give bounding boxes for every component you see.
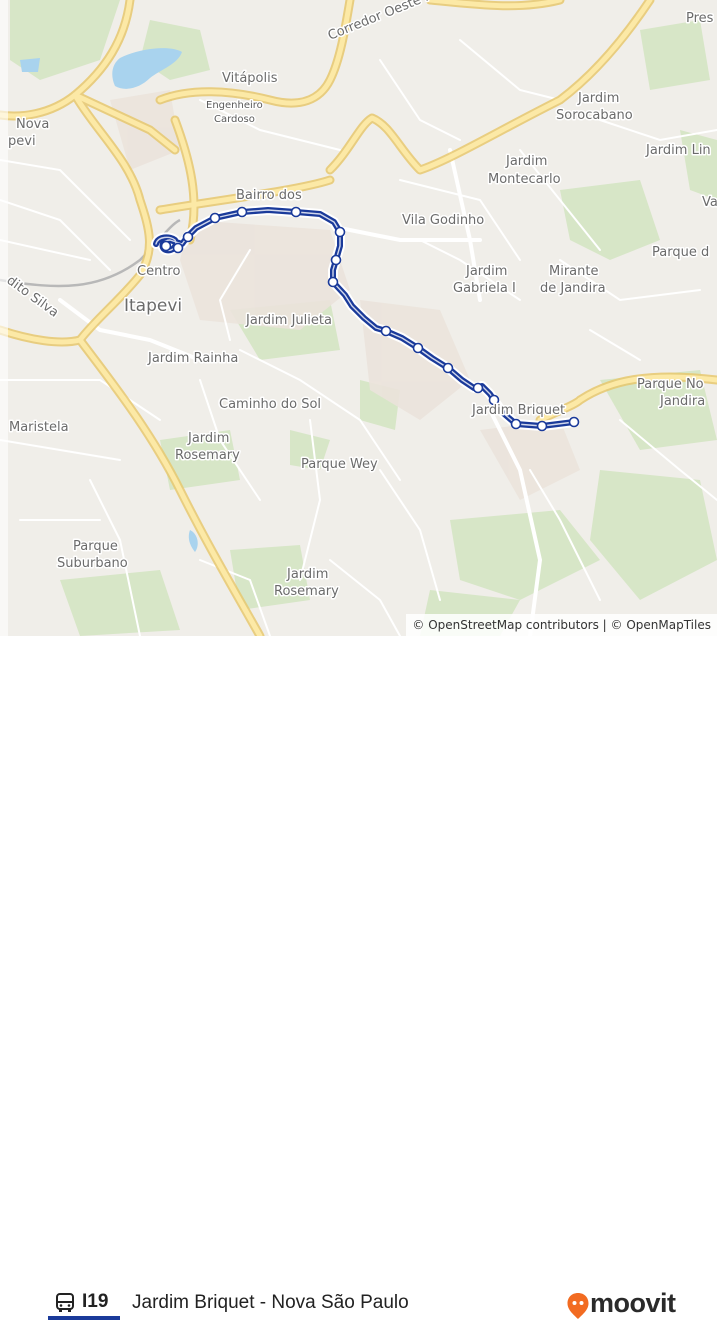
label-jardim-briquet: Jardim Briquet bbox=[471, 403, 565, 418]
label-jardim-julieta: Jardim Julieta bbox=[245, 313, 332, 328]
route-stop[interactable] bbox=[334, 226, 346, 238]
route-stop[interactable] bbox=[536, 420, 548, 432]
route-stop[interactable] bbox=[209, 212, 221, 224]
label-parque-suburbano: Parque bbox=[73, 539, 118, 554]
label-suburbano: Suburbano bbox=[57, 556, 128, 571]
route-stop[interactable] bbox=[330, 254, 342, 266]
route-stop[interactable] bbox=[488, 394, 500, 406]
label-itapevi: Itapevi bbox=[124, 296, 182, 316]
route-stop[interactable] bbox=[472, 382, 484, 394]
minor-streets bbox=[0, 39, 717, 636]
route-stop[interactable] bbox=[236, 206, 248, 218]
label-pevi: pevi bbox=[8, 134, 36, 149]
label-parque-nova: Parque No bbox=[637, 377, 704, 392]
label-engenheiro: Engenheiro bbox=[206, 100, 263, 111]
label-de-jandira: de Jandira bbox=[540, 281, 606, 296]
moovit-wordmark: moovit bbox=[590, 1288, 676, 1318]
moovit-pin-icon bbox=[567, 1293, 589, 1319]
route-stop[interactable] bbox=[412, 342, 424, 354]
route-stop[interactable] bbox=[380, 325, 392, 337]
label-montecarlo: Montecarlo bbox=[488, 172, 561, 187]
label-jardim-gabriela: Jardim bbox=[465, 264, 507, 279]
label-jardim-lin: Jardim Lin bbox=[645, 143, 711, 158]
label-jardim-rosemary: Jardim bbox=[187, 431, 229, 446]
route-stop[interactable] bbox=[160, 240, 172, 252]
route-code: I19 bbox=[82, 1291, 109, 1312]
label-rosemary: Rosemary bbox=[175, 448, 240, 463]
label-vitapolis: Vitápolis bbox=[222, 71, 278, 86]
label-bairro-dos: Bairro dos bbox=[236, 188, 302, 203]
water bbox=[20, 48, 198, 552]
label-cardoso: Cardoso bbox=[214, 114, 255, 125]
label-jandira: Jandira bbox=[659, 394, 705, 409]
route-stop[interactable] bbox=[172, 242, 184, 254]
map-attribution[interactable]: © OpenStreetMap contributors | © OpenMap… bbox=[406, 614, 717, 636]
label-parque-wey: Parque Wey bbox=[301, 457, 378, 472]
label-jardim-sorocabano: Jardim bbox=[577, 91, 619, 106]
label-maristela: Maristela bbox=[9, 420, 69, 435]
route-stop[interactable] bbox=[182, 231, 194, 243]
route-stops bbox=[160, 206, 580, 432]
label-caminho-do-sol: Caminho do Sol bbox=[219, 397, 321, 412]
route-stop[interactable] bbox=[568, 416, 580, 428]
route-line bbox=[151, 205, 579, 431]
label-jardim-rainha: Jardim Rainha bbox=[147, 351, 238, 366]
bus-icon bbox=[56, 1293, 74, 1312]
label-mirante: Mirante bbox=[549, 264, 598, 279]
map-view[interactable]: Pres Corredor Oeste Metropolitano Vitápo… bbox=[0, 0, 717, 636]
label-jardim-rosemary-south: Jardim bbox=[286, 567, 328, 582]
route-badge[interactable]: I19 bbox=[48, 1288, 120, 1320]
label-sorocabano: Sorocabano bbox=[556, 108, 633, 123]
railway bbox=[0, 218, 181, 288]
label-nova: Nova bbox=[16, 117, 49, 132]
map-canvas: Pres Corredor Oeste Metropolitano Vitápo… bbox=[0, 0, 717, 636]
label-vila-godinho: Vila Godinho bbox=[402, 213, 484, 228]
route-stop[interactable] bbox=[290, 206, 302, 218]
route-stop[interactable] bbox=[510, 418, 522, 430]
route-stop[interactable] bbox=[327, 276, 339, 288]
route-stop[interactable] bbox=[442, 362, 454, 374]
label-gabriela: Gabriela I bbox=[453, 281, 516, 296]
route-footer: I19 Jardim Briquet - Nova São Paulo moov… bbox=[0, 636, 717, 1320]
label-centro: Centro bbox=[137, 264, 180, 279]
label-rosemary-south: Rosemary bbox=[274, 584, 339, 599]
label-jardim-montecarlo: Jardim bbox=[505, 154, 547, 169]
label-prestes: Pres bbox=[686, 11, 714, 26]
route-name: Jardim Briquet - Nova São Paulo bbox=[132, 1292, 409, 1313]
label-parque-d: Parque d bbox=[652, 245, 709, 260]
label-va: Va bbox=[702, 195, 717, 210]
